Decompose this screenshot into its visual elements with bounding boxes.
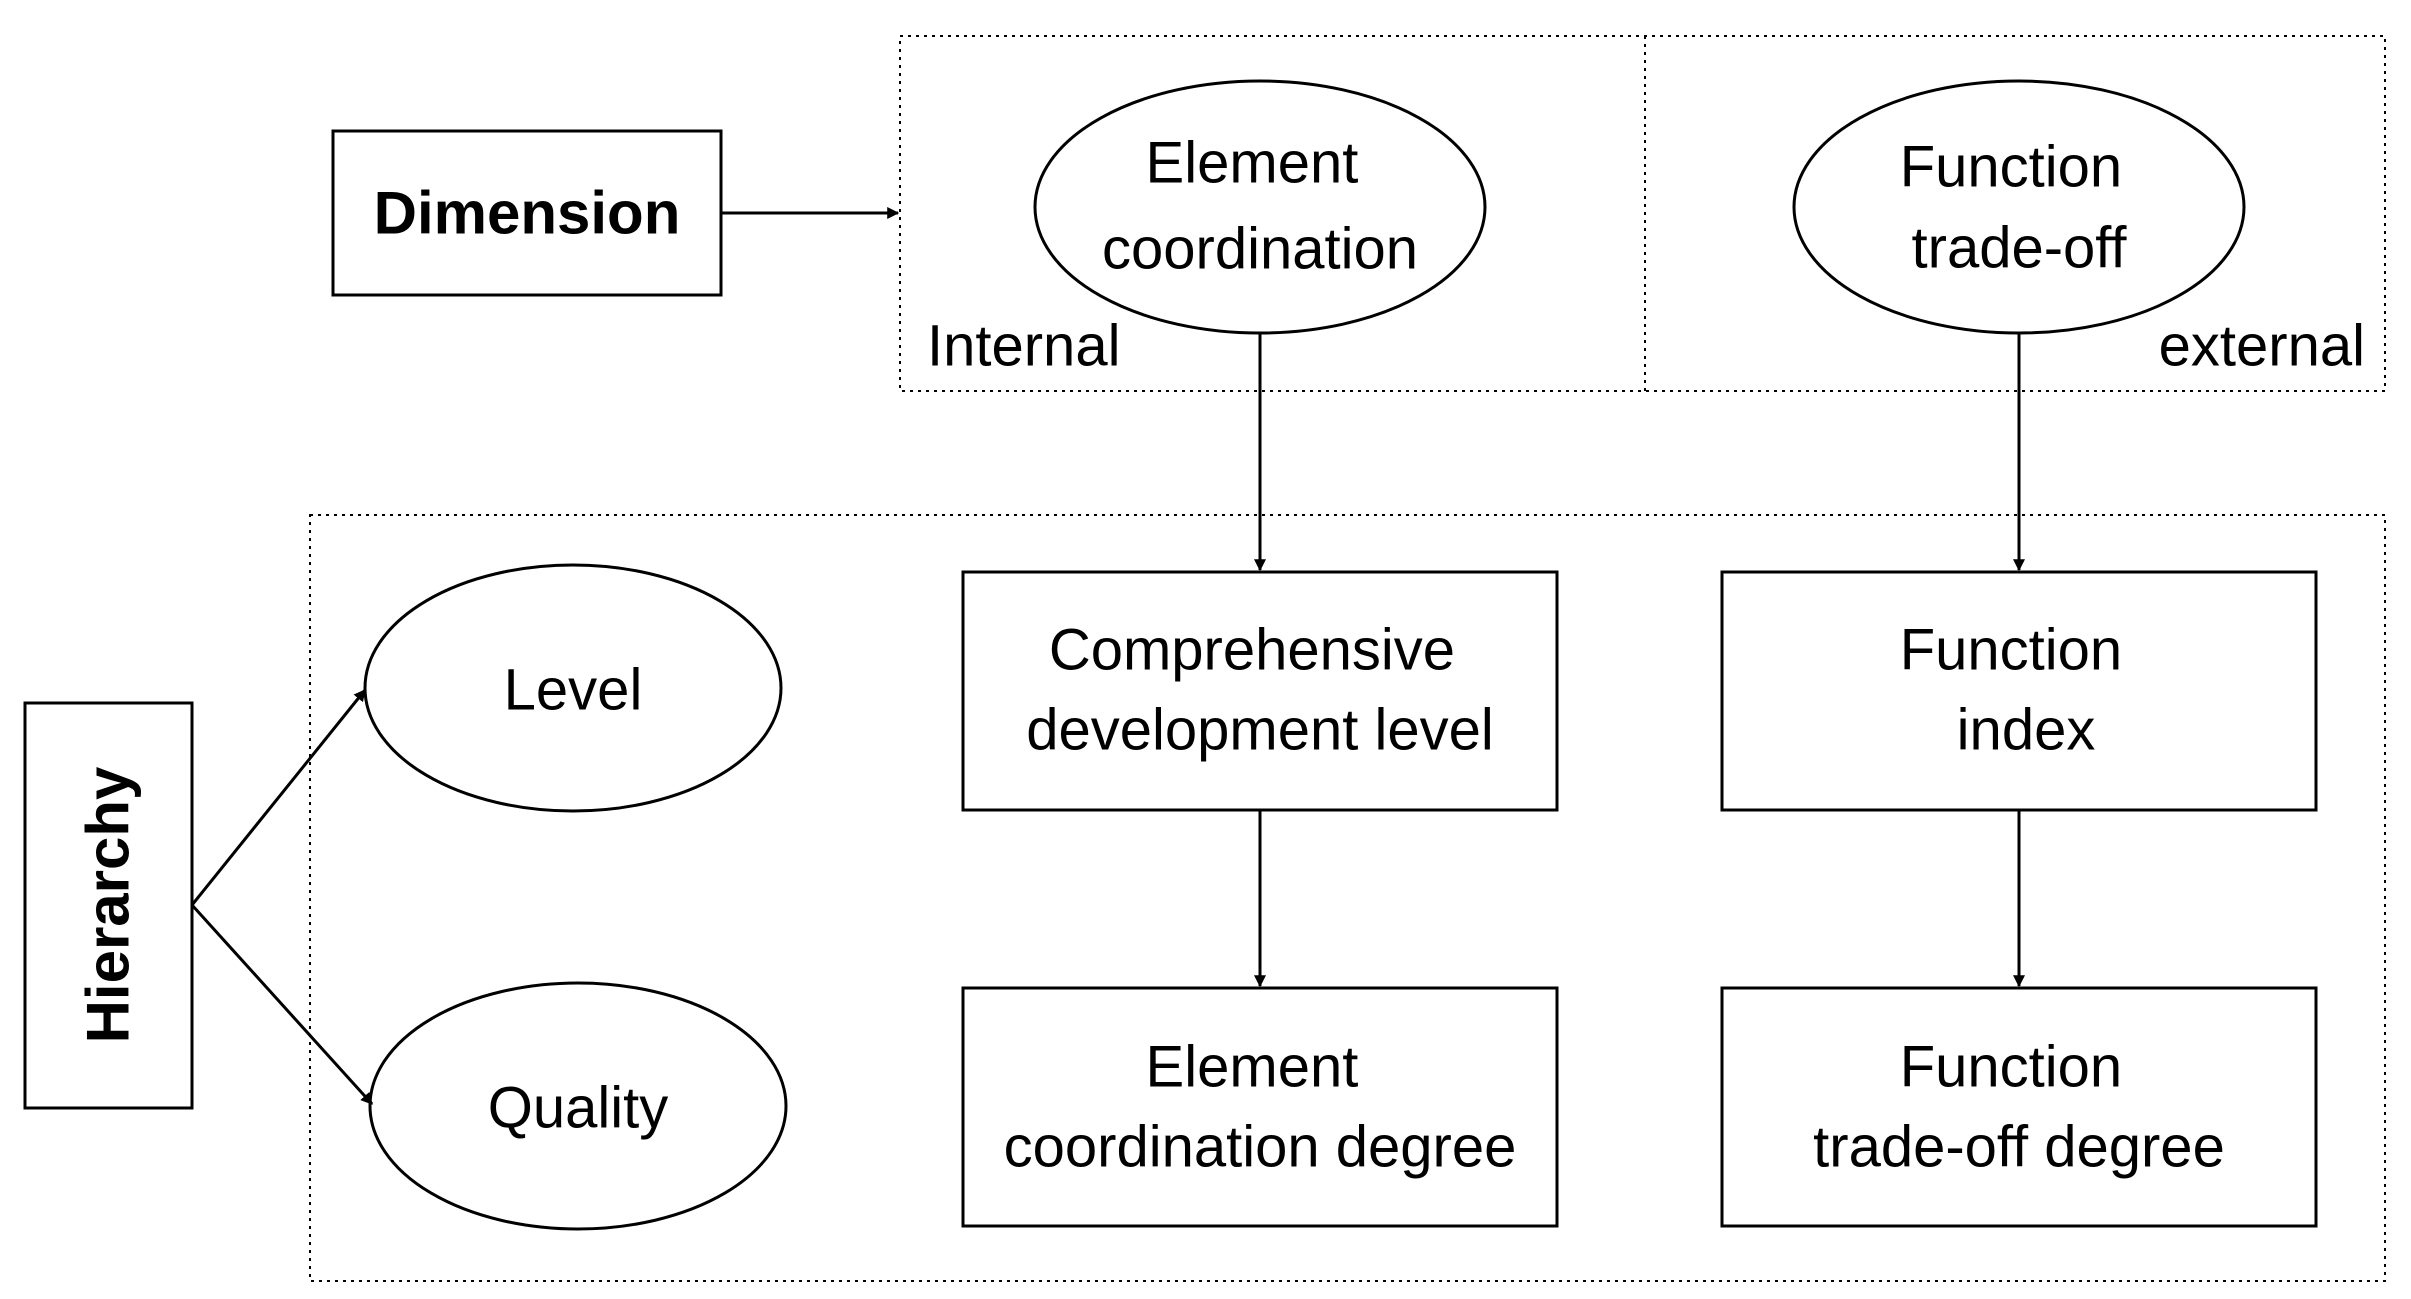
element-coordination-ellipse <box>1033 79 1487 335</box>
element-coordination-label: Element coordination <box>1102 111 1418 282</box>
function-tradeoff-ellipse <box>1792 79 2246 335</box>
hierarchy-label: Hierarchy <box>75 766 142 1043</box>
function-index-box <box>1720 570 2318 812</box>
function-tradeoff-degree-box <box>1720 986 2318 1228</box>
element-coordination-degree-label: Element coordination degree <box>1004 1015 1517 1180</box>
external-label: external <box>2159 314 2365 379</box>
internal-label: Internal <box>927 314 1120 379</box>
level-label: Level <box>504 658 643 723</box>
comprehensive-development-level-label: Comprehensive development level <box>1026 598 1494 763</box>
hierarchy-region <box>309 514 2386 1282</box>
function-tradeoff-degree-label: Function trade-off degree <box>1813 1015 2225 1180</box>
level-ellipse <box>363 563 783 813</box>
dimension-label: Dimension <box>374 180 681 247</box>
element-coordination-degree-box <box>961 986 1559 1228</box>
hierarchy-box <box>23 701 194 1110</box>
quality-label: Quality <box>488 1076 669 1141</box>
arrow-hierarchy-to-level <box>190 689 367 906</box>
comprehensive-development-level-box <box>961 570 1559 812</box>
arrow-hierarchy-to-quality <box>190 903 374 1106</box>
function-tradeoff-label: Function trade-off <box>1900 115 2139 281</box>
dimension-box <box>331 129 723 297</box>
quality-ellipse <box>368 981 788 1231</box>
function-index-label: Function index <box>1900 598 2139 763</box>
